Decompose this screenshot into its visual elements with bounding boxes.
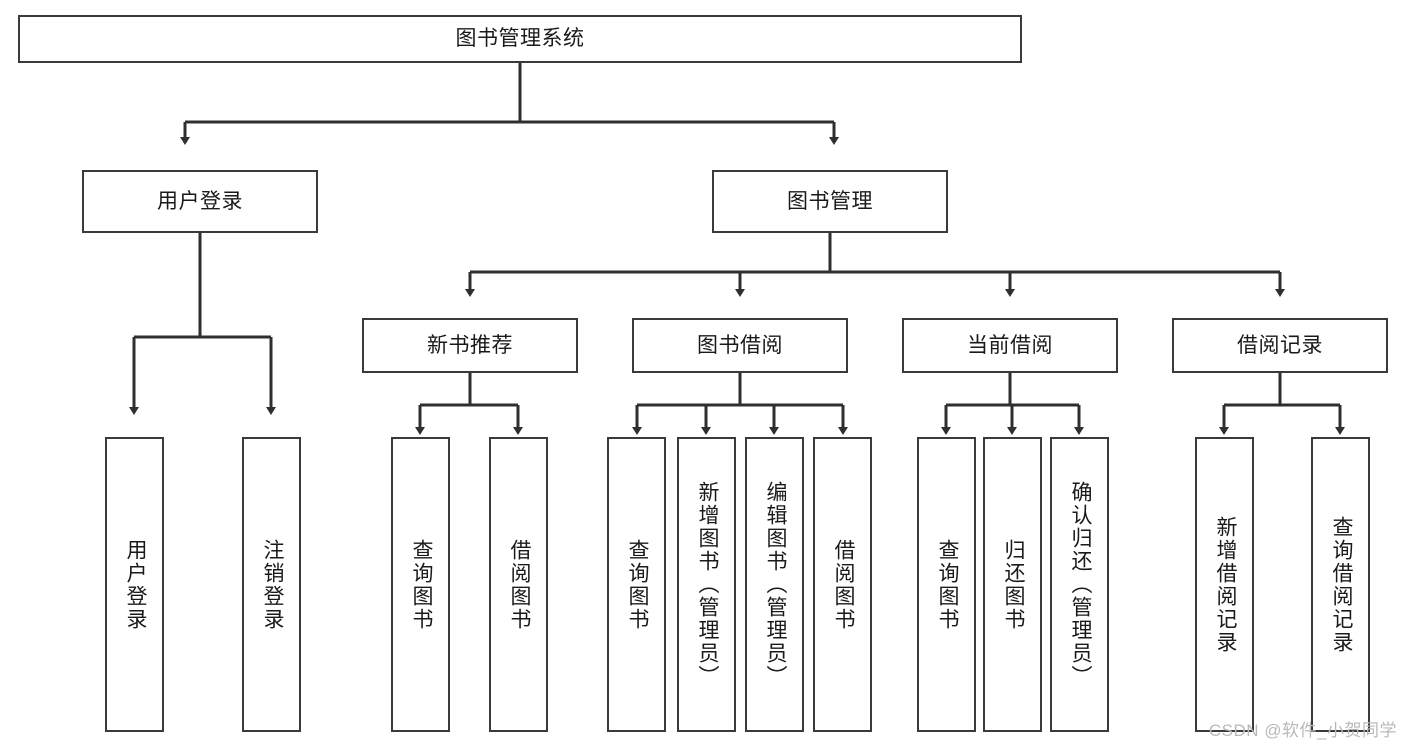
- leaf-user-login-login[interactable]: 用户登录: [105, 437, 164, 732]
- node-book-borrow[interactable]: 图书借阅: [632, 318, 848, 373]
- node-root-system[interactable]: 图书管理系统: [18, 15, 1022, 63]
- leaf-new-book-borrow-book[interactable]: 借阅图书: [489, 437, 548, 732]
- node-book-management[interactable]: 图书管理: [712, 170, 948, 233]
- leaf-current-borrow-confirm-return-admin[interactable]: 确认归还（管理员）: [1050, 437, 1109, 732]
- leaf-current-borrow-return-book[interactable]: 归还图书: [983, 437, 1042, 732]
- node-user-login[interactable]: 用户登录: [82, 170, 318, 233]
- leaf-current-borrow-query-book[interactable]: 查询图书: [917, 437, 976, 732]
- leaf-book-borrow-borrow-book[interactable]: 借阅图书: [813, 437, 872, 732]
- leaf-borrow-record-add-record[interactable]: 新增借阅记录: [1195, 437, 1254, 732]
- node-borrow-record[interactable]: 借阅记录: [1172, 318, 1388, 373]
- leaf-new-book-query-book[interactable]: 查询图书: [391, 437, 450, 732]
- leaf-user-login-logout[interactable]: 注销登录: [242, 437, 301, 732]
- leaf-book-borrow-edit-book-admin[interactable]: 编辑图书（管理员）: [745, 437, 804, 732]
- node-new-book-recommend[interactable]: 新书推荐: [362, 318, 578, 373]
- leaf-book-borrow-query-book[interactable]: 查询图书: [607, 437, 666, 732]
- leaf-borrow-record-query-record[interactable]: 查询借阅记录: [1311, 437, 1370, 732]
- leaf-book-borrow-add-book-admin[interactable]: 新增图书（管理员）: [677, 437, 736, 732]
- node-current-borrow[interactable]: 当前借阅: [902, 318, 1118, 373]
